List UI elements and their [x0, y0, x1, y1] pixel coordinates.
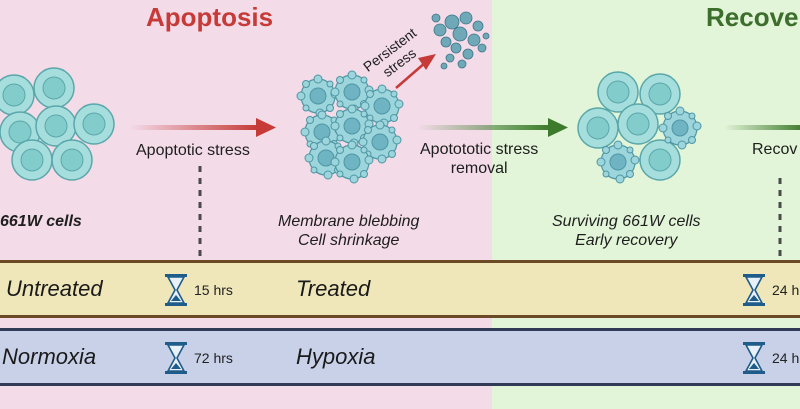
apoptotic-bodies — [431, 11, 490, 70]
band-left-label: Untreated — [6, 276, 103, 301]
hourglass-icon — [743, 342, 765, 374]
hourglass-icon — [165, 274, 187, 306]
band-middle-label: Treated — [296, 276, 371, 301]
band-middle-label: Hypoxia — [296, 344, 376, 369]
apoptosis-title: Apoptosis — [146, 2, 274, 32]
healthy-cell-cluster — [0, 67, 115, 181]
band-time-2: 24 h — [772, 350, 800, 366]
hourglass-icon — [743, 274, 765, 306]
oxygen-timeline-band: Normoxia 72 hrs Hypoxia 24 h — [0, 328, 800, 386]
recovery-arrow — [724, 125, 800, 130]
band-time-1: 15 hrs — [194, 282, 233, 298]
recovery-title: Recove — [706, 2, 799, 32]
apoptotic-stress-label: Apoptotic stress — [136, 142, 250, 159]
band-time-2: 24 h — [772, 282, 800, 298]
hourglass-icon — [165, 342, 187, 374]
cells-caption: 661W cells — [0, 213, 82, 230]
persistent-stress-arrow — [395, 54, 436, 89]
stress-removal-arrow — [418, 118, 568, 137]
surviving-cell-cluster — [577, 71, 702, 184]
treatment-timeline-band: Untreated 15 hrs Treated 24 h — [0, 260, 800, 318]
recovery-partial-label: Recov — [752, 141, 798, 158]
band-time-1: 72 hrs — [194, 350, 233, 366]
band-left-label: Normoxia — [2, 344, 97, 369]
apoptotic-stress-arrow — [130, 118, 276, 137]
blebbing-cell-cluster — [296, 70, 404, 184]
